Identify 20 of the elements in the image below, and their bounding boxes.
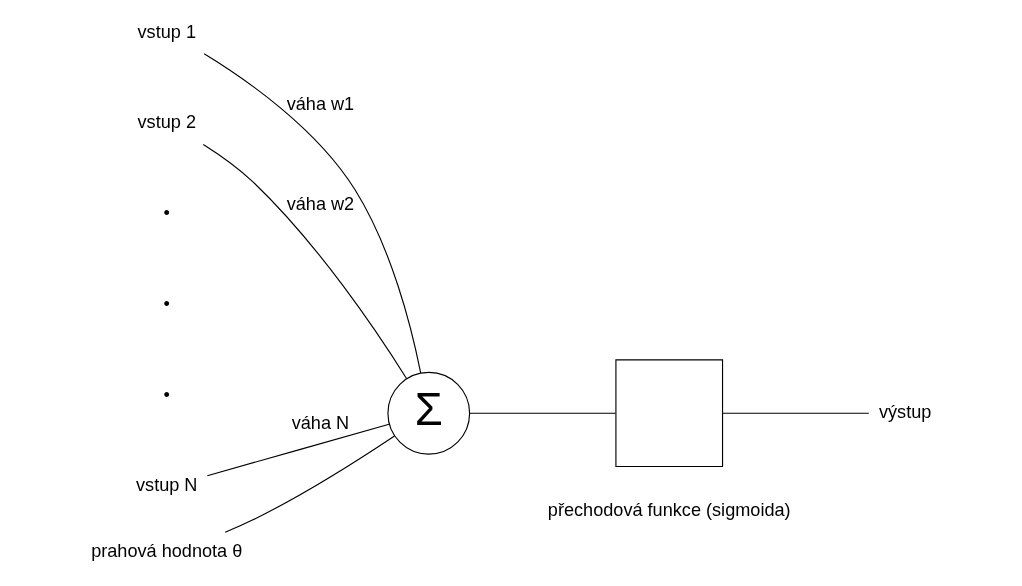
edge-label: váha N	[291, 412, 350, 433]
node-label: přechodová funkce (sigmoida)	[547, 500, 791, 521]
connector	[224, 435, 396, 533]
node-text: vstup 2	[137, 112, 196, 133]
node-box	[615, 359, 724, 468]
connector	[722, 412, 870, 414]
edge-label: váha w2	[286, 193, 355, 214]
node-text: prahová hodnota θ	[91, 541, 243, 562]
connector	[202, 143, 408, 380]
connector	[203, 53, 422, 374]
node-text: vstup 1	[137, 21, 196, 42]
edge-label: váha w1	[286, 94, 355, 115]
connector	[206, 423, 390, 477]
label: •	[163, 293, 170, 314]
node-circle: Σ	[387, 371, 471, 455]
connector	[469, 412, 617, 414]
node-text: vstup N	[136, 475, 198, 496]
label: •	[163, 384, 170, 405]
node-text: výstup	[878, 401, 932, 422]
label: •	[163, 203, 170, 224]
